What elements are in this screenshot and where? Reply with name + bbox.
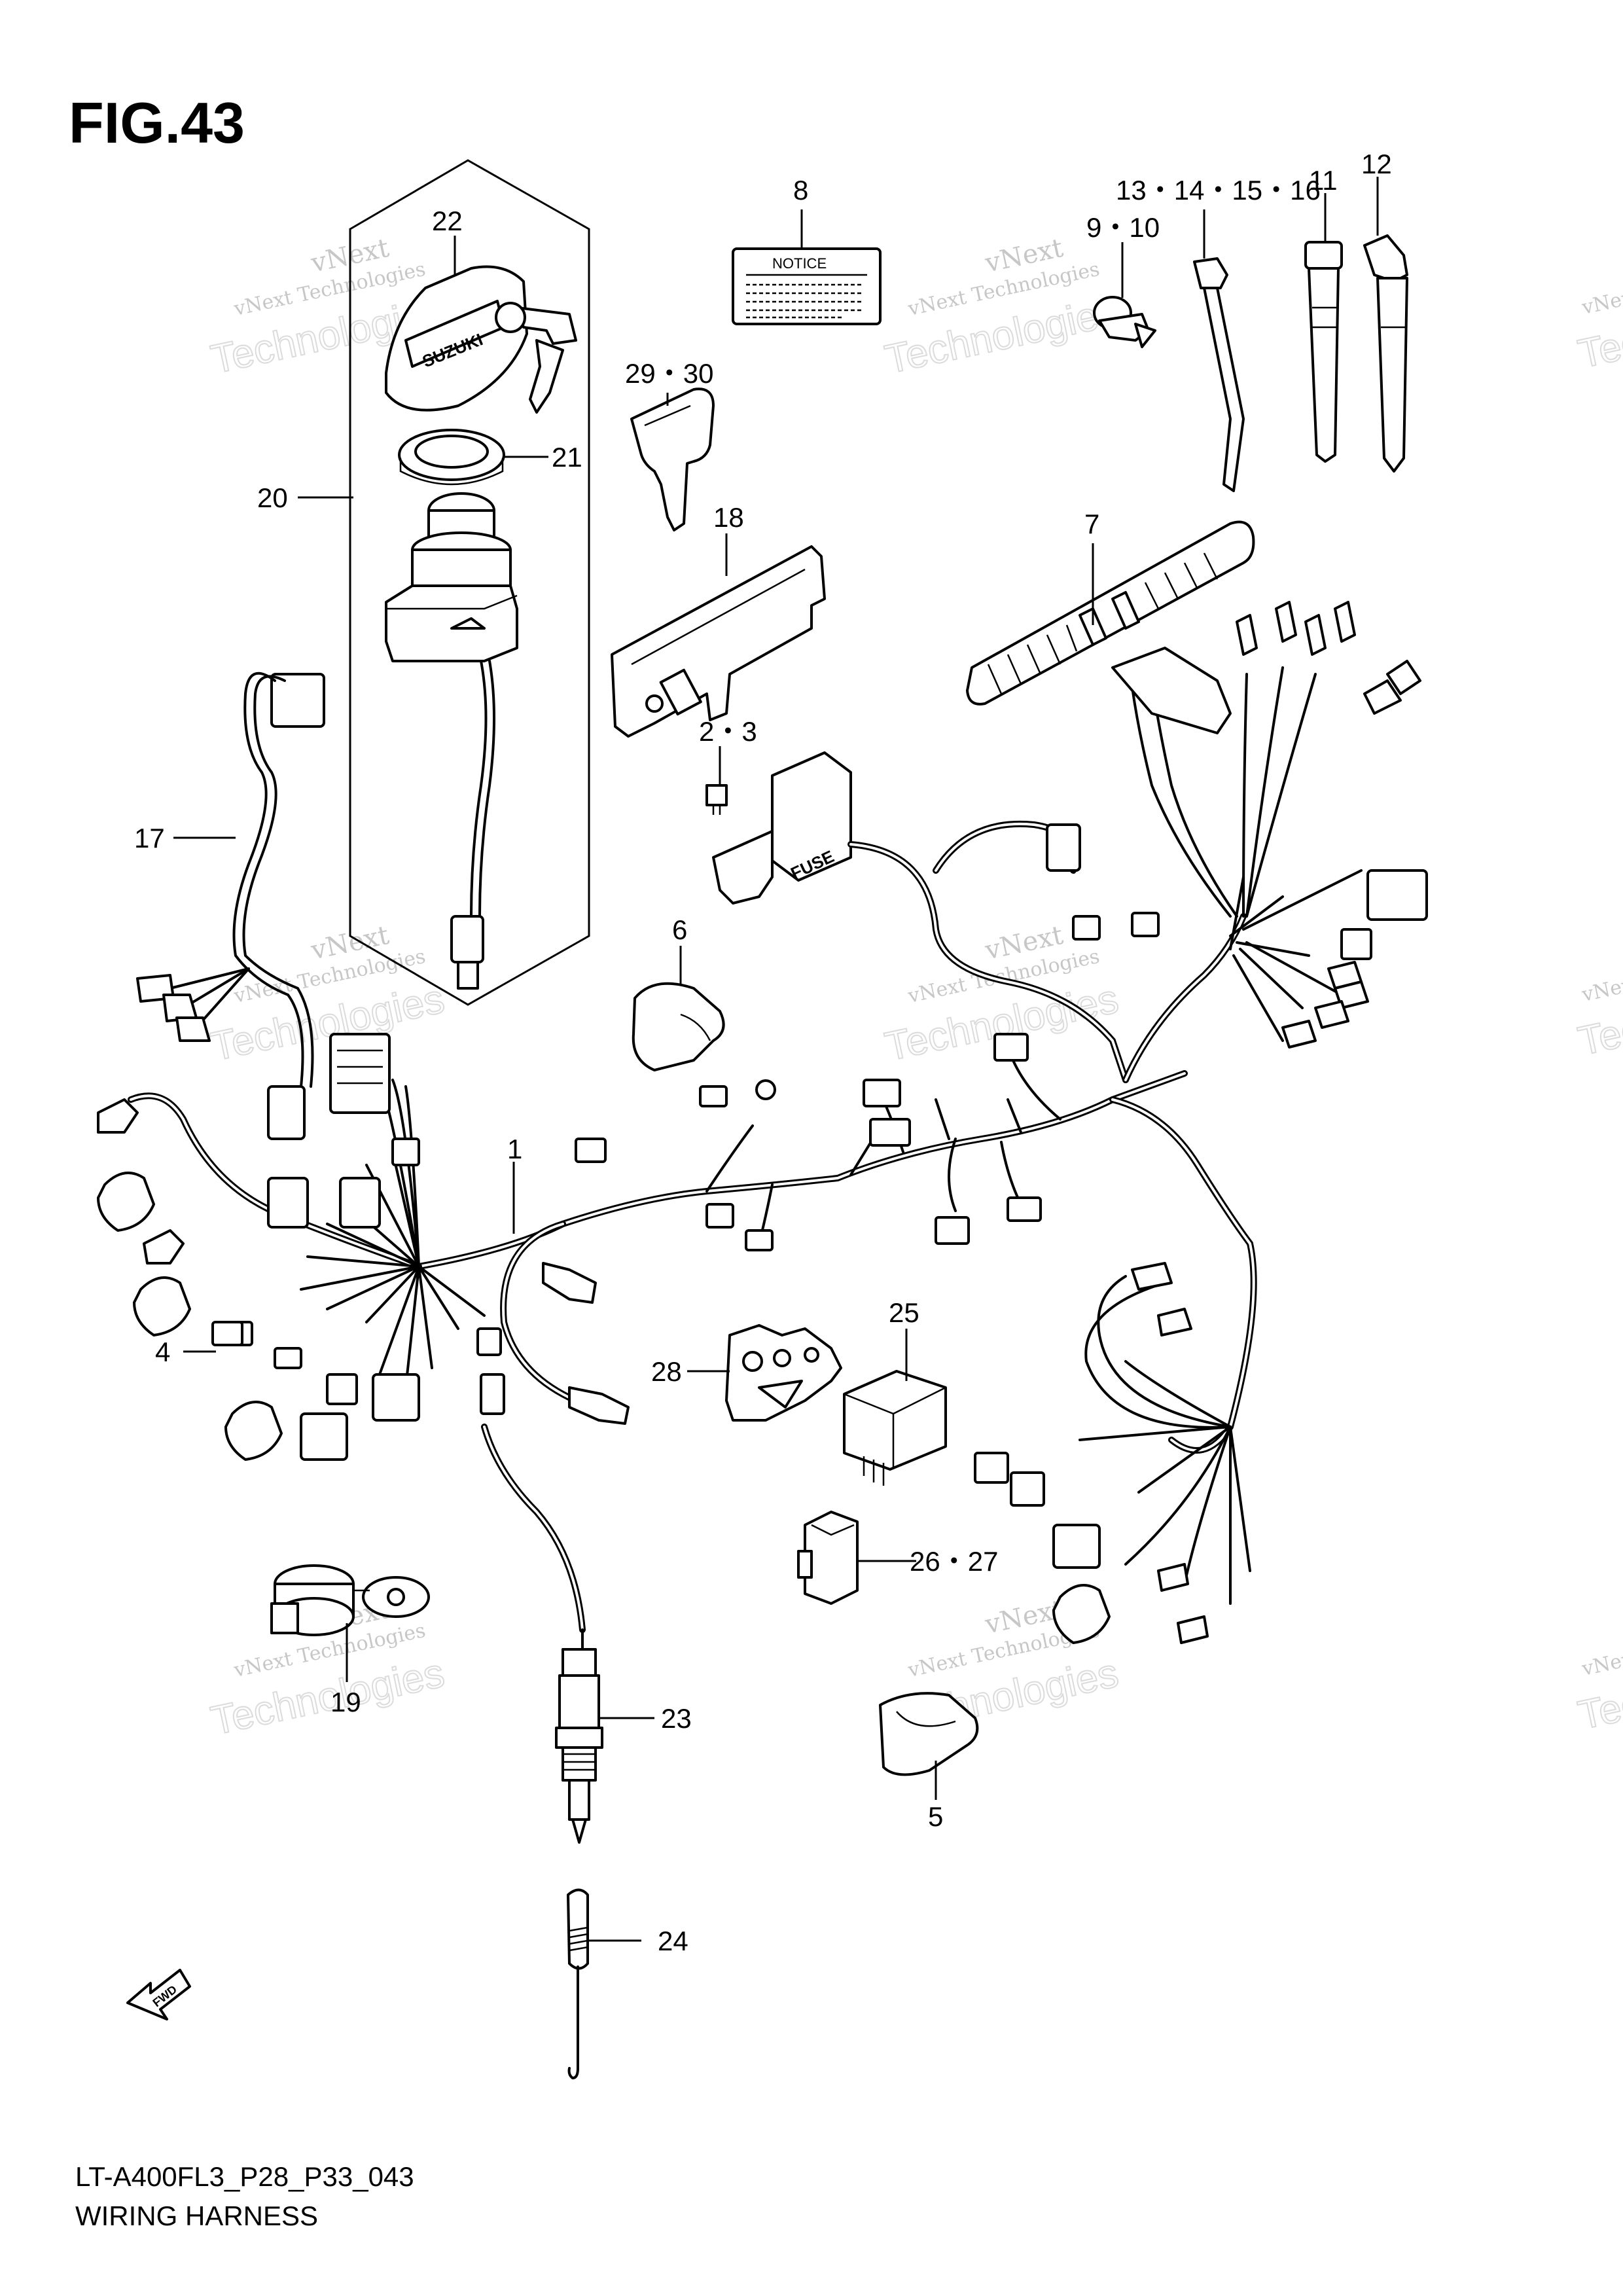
- callout-19: 19: [330, 1687, 361, 1717]
- callout-1: 1: [507, 1134, 522, 1164]
- callout-9-10: 9・10: [1086, 212, 1160, 243]
- callout-5: 5: [928, 1801, 943, 1832]
- watermark-small: vNext Technologies: [1579, 257, 1623, 319]
- fuse-box: FUSE: [712, 751, 852, 905]
- callout-4: 4: [155, 1336, 170, 1367]
- ignition-switch-cap-part-22: SUZUKI: [385, 265, 577, 414]
- connector-part-4: [211, 1321, 243, 1346]
- callout-25: 25: [889, 1297, 919, 1328]
- callout-12: 12: [1361, 149, 1392, 179]
- forward-arrow-icon: FWD: [126, 1969, 191, 2020]
- leader-lines: [173, 177, 1379, 1942]
- callout-23: 23: [661, 1703, 692, 1734]
- switch-part-19: [270, 1564, 430, 1636]
- key-part-29-30: [630, 387, 715, 531]
- clip-strap-part-12: [1363, 234, 1408, 473]
- figure-code: LT-A400FL3_P28_P33_043: [75, 2161, 414, 2192]
- rubber-cap-part-5: [879, 1692, 979, 1776]
- sensor-part-23: [555, 1628, 603, 1844]
- main-harness-part-1: [128, 666, 1363, 1633]
- figure-title: FIG.43: [69, 90, 245, 155]
- callout-2-3: 2・3: [699, 716, 757, 747]
- callout-22: 22: [432, 206, 463, 236]
- notice-label: NOTICE: [772, 255, 827, 272]
- callout-28: 28: [651, 1356, 682, 1387]
- callout-21: 21: [552, 442, 582, 473]
- callout-6: 6: [672, 914, 687, 945]
- callouts: 1 2・3 4 5 6 7 8 9・10 11 12 13・14・15・16 1…: [134, 149, 1392, 1956]
- cable-tie-part-13-16: [1193, 257, 1245, 492]
- fuse-part-2-3: [705, 784, 728, 815]
- plate-part-28: [725, 1324, 842, 1422]
- ring-nut-part-21: [398, 429, 505, 486]
- right-top-connectors: [1111, 601, 1428, 1049]
- watermark-small: vNext Technologies: [1579, 944, 1623, 1007]
- callout-24: 24: [658, 1926, 688, 1956]
- callout-18: 18: [713, 502, 744, 533]
- callout-17: 17: [134, 823, 165, 853]
- sub-harness-part-17: [136, 672, 325, 1088]
- lower-right-connectors: [974, 1262, 1209, 1644]
- rubber-boot-part-6: [632, 982, 725, 1071]
- relay-part-25: [843, 1370, 947, 1486]
- callout-8: 8: [793, 175, 808, 206]
- callout-29-30: 29・30: [625, 358, 713, 389]
- clamp-part-9-10: [1093, 296, 1156, 348]
- corrugated-tube-part-7: [966, 520, 1255, 706]
- harness-connectors: [97, 823, 1160, 1461]
- callout-20: 20: [257, 482, 288, 513]
- notice-label-part-8: NOTICE: [732, 247, 882, 325]
- bracket-part-18: [611, 545, 826, 738]
- callout-26-27: 26・27: [910, 1546, 998, 1577]
- figure-caption: WIRING HARNESS: [75, 2200, 318, 2231]
- callout-13-16: 13・14・15・16: [1116, 175, 1321, 206]
- probe-part-24: [567, 1888, 589, 2079]
- strap-part-11: [1304, 241, 1343, 463]
- watermark-small: vNext Technologies: [1579, 1618, 1623, 1681]
- callout-11: 11: [1309, 165, 1338, 196]
- ignition-kit-bracket-box: [349, 159, 590, 1006]
- connector-housing-part-26-27: [797, 1511, 859, 1605]
- callout-7: 7: [1084, 509, 1099, 539]
- ignition-switch-body-part-20: [385, 492, 518, 990]
